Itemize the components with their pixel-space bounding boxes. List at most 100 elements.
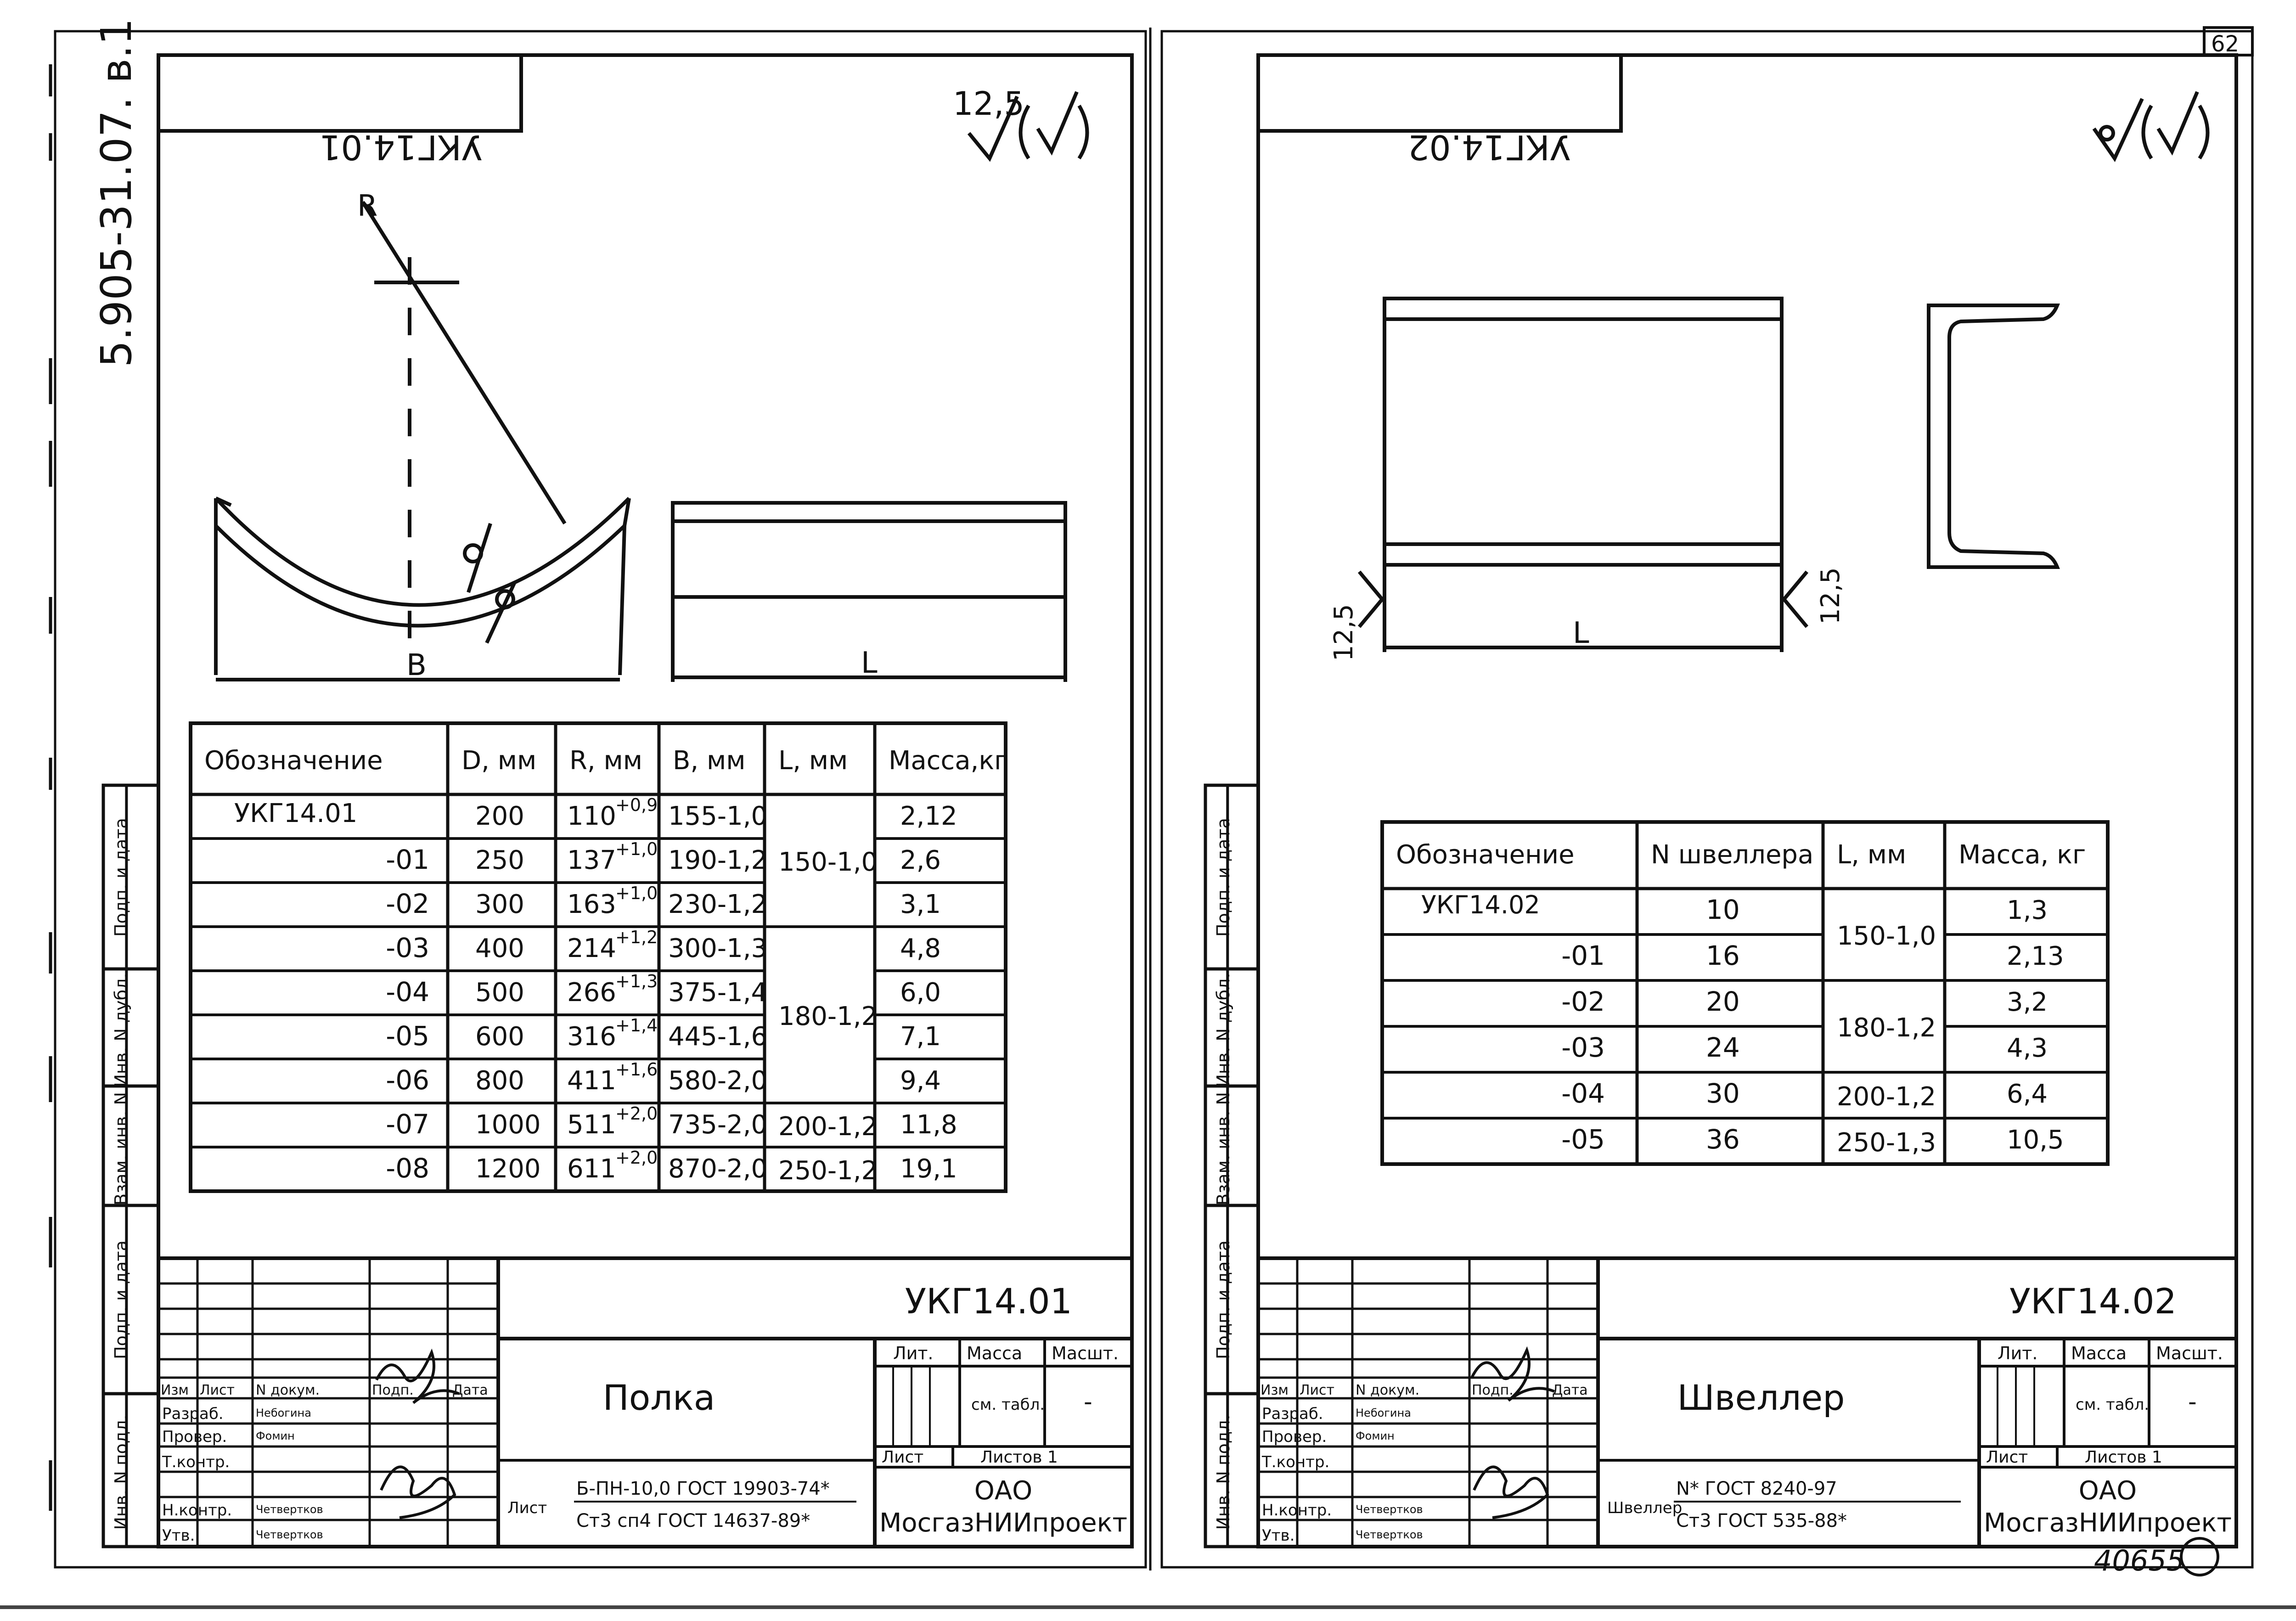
title-role: Провер.: [1262, 1428, 1327, 1446]
title-person: Фомин: [1356, 1430, 1395, 1442]
stamp-label: Инв. N подл.: [1213, 1414, 1233, 1530]
title-role: Т.контр.: [162, 1453, 230, 1471]
title-role: Разраб.: [162, 1405, 224, 1423]
row-channel-no: 30: [1706, 1078, 1740, 1109]
column-header: L, мм: [778, 746, 848, 776]
title-col-head: Лист: [1300, 1382, 1334, 1398]
l-value: 180-1,2: [778, 1002, 878, 1031]
row-mass: 6,4: [2007, 1079, 2048, 1109]
row-designation: -03: [386, 932, 429, 963]
title-role: Н.контр.: [1262, 1501, 1332, 1520]
row-mass: 10,5: [2007, 1125, 2064, 1155]
title-mass: Масса: [967, 1343, 1022, 1363]
sheet1-frame: [54, 30, 1147, 1569]
sheet1-label-box: [157, 53, 523, 133]
row-designation: УКГ14.01: [234, 799, 357, 828]
sheet2-dim-l: L: [1573, 616, 1589, 650]
row-r: 316: [567, 1022, 616, 1052]
row-d: 800: [475, 1066, 524, 1096]
row-d: 1000: [475, 1110, 541, 1140]
stamp-label: Взам. инв. N: [1213, 1092, 1233, 1205]
stamp-label: Взам. инв. N: [111, 1092, 131, 1205]
sheet2-sheet-no-box: [2203, 26, 2254, 56]
title-scale: Масшт.: [2156, 1343, 2223, 1363]
binding-code: 5.905-31.07. в.1: [92, 18, 141, 367]
sheet1-roughness-icon: [967, 91, 1089, 162]
signature-marks: [375, 1346, 2219, 1576]
sheet2-label-box: [1256, 53, 1623, 133]
row-r-tolerance: +1,0: [615, 839, 658, 859]
row-r: 266: [567, 978, 616, 1007]
sheet2-roughness-icon: [2092, 91, 2210, 163]
title-col-head: Лист: [200, 1382, 235, 1398]
sheet1-dim-r: R: [357, 189, 377, 223]
title-col-head: Дата: [452, 1382, 488, 1398]
column-header: L, мм: [1837, 840, 1906, 870]
title-scale: Масшт.: [1052, 1343, 1119, 1363]
title-code: УКГ14.01: [905, 1281, 1072, 1322]
row-r: 214: [567, 934, 616, 963]
row-b: 155-1,0: [668, 801, 767, 831]
row-r: 137: [567, 845, 616, 875]
title-material-line2: Ст3 сп4 ГОСТ 14637-89*: [576, 1510, 810, 1531]
column-header: R, мм: [569, 746, 642, 776]
sheet1-side-view: [671, 501, 1067, 682]
title-org-1: ОАО: [974, 1476, 1032, 1506]
title-role: Т.контр.: [1261, 1453, 1329, 1471]
title-border: [1256, 1256, 2238, 1548]
sheet2-mirrored-label: УКГ14.02: [1407, 127, 1570, 167]
row-mass: 1,3: [2007, 895, 2048, 925]
row-r-tolerance: +1,4: [615, 1015, 658, 1036]
column-header: N швеллера: [1651, 840, 1813, 870]
title-mass: Масса: [2071, 1343, 2127, 1363]
l-value: 200-1,2: [778, 1112, 878, 1142]
row-r-tolerance: +2,0: [615, 1148, 658, 1168]
row-mass: 6,0: [900, 978, 941, 1007]
stamp-label: Подп. и дата: [1213, 818, 1233, 937]
title-lit: Лит.: [1998, 1343, 2038, 1363]
sheet1-dim-l: L: [861, 646, 878, 680]
sheet1-mirrored-label: УКГ14.01: [319, 127, 482, 167]
row-r-tolerance: +2,0: [615, 1103, 658, 1124]
stamp-border: [1204, 783, 1260, 1548]
row-r: 110: [567, 801, 616, 831]
row-channel-no: 24: [1706, 1032, 1740, 1063]
row-r-tolerance: +1,6: [615, 1059, 658, 1080]
l-value: 250-1,3: [1837, 1128, 1936, 1158]
title-col-head: Дата: [1552, 1382, 1588, 1398]
sheet2-roughness-left: 12,5: [1329, 604, 1359, 661]
row-b: 375-1,4: [668, 978, 767, 1007]
sheet2-frame: [1160, 30, 2254, 1569]
title-col-head: Подп.: [372, 1382, 414, 1398]
row-channel-no: 20: [1706, 986, 1740, 1017]
title-sheet: Лист: [882, 1448, 923, 1467]
row-mass: 7,1: [900, 1022, 941, 1052]
row-channel-no: 10: [1706, 894, 1740, 925]
row-mass: 4,8: [900, 934, 941, 963]
row-d: 250: [475, 845, 524, 875]
title-org-1: ОАО: [2079, 1476, 2137, 1506]
row-r: 163: [567, 889, 616, 919]
row-designation: УКГ14.02: [1421, 890, 1540, 919]
title-person: Четвертков: [256, 1528, 323, 1541]
title-part-name: Швеллер: [1677, 1377, 1845, 1418]
row-r: 611: [567, 1154, 616, 1184]
stamp-label: Подп. и дата: [111, 1240, 131, 1359]
row-r-tolerance: +1,0: [615, 883, 658, 903]
l-value: 150-1,0: [1837, 921, 1936, 951]
row-designation: -03: [1561, 1032, 1605, 1063]
title-mass-value: см. табл.: [971, 1396, 1045, 1414]
stamp-label: Подп. и дата: [1213, 1240, 1233, 1359]
row-mass: 2,6: [900, 845, 941, 875]
title-org-2: МосгазНИИпроект: [1984, 1508, 2232, 1538]
row-d: 300: [475, 889, 524, 919]
row-designation: -05: [1561, 1124, 1605, 1155]
row-mass: 2,13: [2007, 941, 2064, 971]
inventory-number: 40655: [2094, 1544, 2184, 1577]
table-border: [189, 721, 1007, 1193]
row-r: 511: [567, 1110, 616, 1140]
row-mass: 11,8: [900, 1110, 957, 1140]
